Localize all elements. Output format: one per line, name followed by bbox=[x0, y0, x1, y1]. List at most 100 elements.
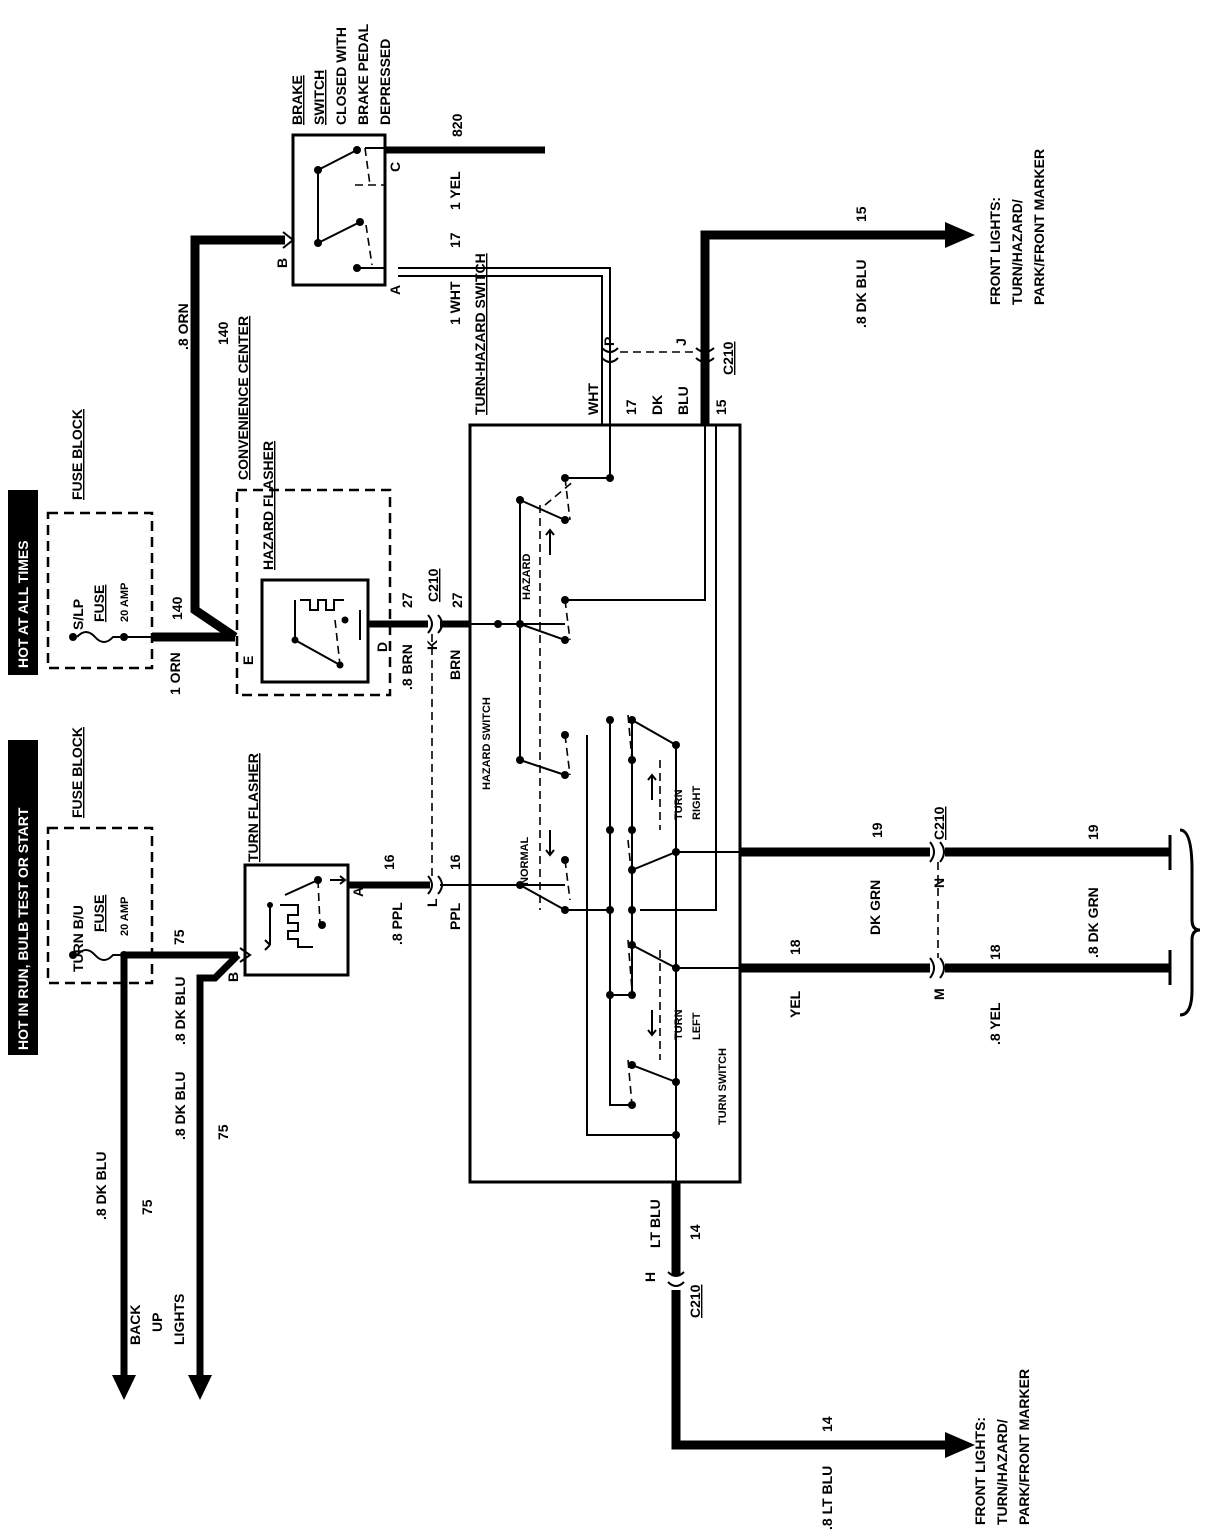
svg-text:P: P bbox=[601, 337, 617, 346]
wire-16 bbox=[348, 875, 470, 895]
svg-text:TURN: TURN bbox=[673, 789, 685, 820]
output-back-up-lights: BACK UP LIGHTS bbox=[127, 1294, 187, 1345]
svg-text:.8 LT BLU: .8 LT BLU bbox=[819, 1466, 835, 1530]
svg-text:27: 27 bbox=[399, 592, 415, 608]
wire-27 bbox=[368, 614, 470, 876]
svg-text:HOT IN RUN, BULB TEST OR START: HOT IN RUN, BULB TEST OR START bbox=[15, 807, 31, 1050]
svg-text:FUSE BLOCK: FUSE BLOCK bbox=[69, 727, 85, 818]
svg-text:75: 75 bbox=[171, 929, 187, 945]
svg-text:HAZARD SWITCH: HAZARD SWITCH bbox=[481, 697, 493, 790]
svg-text:14: 14 bbox=[687, 1224, 703, 1240]
svg-text:18: 18 bbox=[987, 944, 1003, 960]
wire-19 bbox=[740, 835, 1172, 870]
svg-text:HAZARD FLASHER: HAZARD FLASHER bbox=[260, 441, 276, 570]
svg-text:UP: UP bbox=[149, 1313, 165, 1332]
output-front-lights-top: FRONT LIGHTS: TURN/HAZARD/ PARK/FRONT MA… bbox=[987, 149, 1047, 305]
svg-text:.8 BRN: .8 BRN bbox=[399, 644, 415, 690]
svg-text:1 ORN: 1 ORN bbox=[167, 652, 183, 695]
svg-text:K: K bbox=[424, 640, 440, 650]
svg-text:15: 15 bbox=[713, 399, 729, 415]
svg-text:C210: C210 bbox=[931, 806, 947, 840]
svg-text:TURN: TURN bbox=[673, 1009, 685, 1040]
svg-text:FRONT LIGHTS:: FRONT LIGHTS: bbox=[972, 1417, 988, 1525]
svg-text:140: 140 bbox=[169, 596, 185, 620]
wire-17 bbox=[398, 267, 619, 425]
svg-text:27: 27 bbox=[449, 592, 465, 608]
svg-text:M: M bbox=[931, 988, 947, 1000]
wire-15 bbox=[620, 222, 975, 425]
svg-text:A: A bbox=[350, 887, 366, 897]
svg-text:WHT: WHT bbox=[585, 383, 601, 415]
svg-text:16: 16 bbox=[447, 854, 463, 870]
svg-text:FUSE: FUSE bbox=[91, 585, 107, 622]
wire-labels: .8 DK BLU 75 .8 DK BLU 75 .8 DK BLU 75 .… bbox=[93, 113, 1101, 1530]
svg-text:TURN-HAZARD SWITCH: TURN-HAZARD SWITCH bbox=[472, 253, 488, 415]
svg-text:YEL: YEL bbox=[787, 990, 803, 1018]
svg-text:DK GRN: DK GRN bbox=[867, 880, 883, 935]
svg-text:PPL: PPL bbox=[447, 902, 463, 930]
svg-text:CLOSED WITH: CLOSED WITH bbox=[333, 27, 349, 125]
svg-text:140: 140 bbox=[215, 321, 231, 345]
svg-text:TURN FLASHER: TURN FLASHER bbox=[245, 753, 261, 862]
svg-text:A: A bbox=[387, 285, 403, 295]
svg-text:.8 DK BLU: .8 DK BLU bbox=[853, 260, 869, 328]
svg-text:PARK/FRONT MARKER: PARK/FRONT MARKER bbox=[1031, 149, 1047, 305]
svg-text:BRAKE: BRAKE bbox=[289, 75, 305, 125]
wire-75 bbox=[112, 947, 252, 1400]
svg-text:RIGHT: RIGHT bbox=[691, 786, 703, 821]
svg-text:FUSE: FUSE bbox=[91, 895, 107, 932]
svg-text:HOT AT ALL TIMES: HOT AT ALL TIMES bbox=[15, 540, 31, 668]
wire-18 bbox=[740, 828, 1201, 1017]
svg-text:20 AMP: 20 AMP bbox=[119, 583, 131, 622]
svg-text:L: L bbox=[424, 898, 440, 907]
svg-text:BLU: BLU bbox=[675, 386, 691, 415]
svg-text:BRN: BRN bbox=[447, 650, 463, 680]
svg-text:16: 16 bbox=[381, 854, 397, 870]
svg-text:NORMAL: NORMAL bbox=[519, 836, 531, 885]
svg-text:20 AMP: 20 AMP bbox=[119, 897, 131, 936]
wire-14 bbox=[667, 1182, 975, 1458]
svg-text:.8 DK BLU: .8 DK BLU bbox=[93, 1152, 109, 1220]
svg-text:.8 DK BLU: .8 DK BLU bbox=[172, 1072, 188, 1140]
svg-text:BACK: BACK bbox=[127, 1305, 143, 1345]
svg-text:14: 14 bbox=[819, 1416, 835, 1432]
svg-text:S/LP: S/LP bbox=[70, 599, 86, 630]
fuse-block-turn: FUSE BLOCK TURN B/U FUSE 20 AMP bbox=[46, 727, 154, 985]
brake-switch: BRAKE SWITCH CLOSED WITH BRAKE PEDAL DEP… bbox=[289, 23, 393, 287]
header-hot-all-times: HOT AT ALL TIMES bbox=[8, 490, 38, 675]
svg-text:FUSE BLOCK: FUSE BLOCK bbox=[69, 409, 85, 500]
svg-text:B: B bbox=[225, 972, 241, 982]
svg-text:DK: DK bbox=[649, 395, 665, 415]
svg-text:19: 19 bbox=[1085, 824, 1101, 840]
svg-text:.8 YEL: .8 YEL bbox=[987, 1002, 1003, 1045]
svg-text:75: 75 bbox=[215, 1124, 231, 1140]
svg-text:LT BLU: LT BLU bbox=[647, 1199, 663, 1248]
convenience-center: CONVENIENCE CENTER HAZARD FLASHER bbox=[235, 316, 392, 697]
svg-text:TURN/HAZARD/: TURN/HAZARD/ bbox=[994, 1419, 1010, 1525]
svg-text:15: 15 bbox=[853, 206, 869, 222]
svg-text:TURN/HAZARD/: TURN/HAZARD/ bbox=[1009, 199, 1025, 305]
svg-text:C210: C210 bbox=[425, 568, 441, 602]
fuse-block-slp: FUSE BLOCK S/LP FUSE 20 AMP bbox=[46, 409, 154, 670]
turn-hazard-switch: TURN-HAZARD SWITCH HAZARD HAZARD SWITCH … bbox=[468, 253, 742, 1184]
svg-text:C210: C210 bbox=[687, 1284, 703, 1318]
svg-text:CONVENIENCE CENTER: CONVENIENCE CENTER bbox=[235, 316, 251, 480]
svg-text:17: 17 bbox=[623, 399, 639, 415]
svg-text:DEPRESSED: DEPRESSED bbox=[377, 39, 393, 125]
svg-text:C: C bbox=[387, 162, 403, 172]
svg-text:820: 820 bbox=[449, 113, 465, 137]
svg-text:.8 DK BLU: .8 DK BLU bbox=[172, 977, 188, 1045]
svg-text:SWITCH: SWITCH bbox=[311, 70, 327, 125]
wire-140 bbox=[124, 231, 295, 642]
output-front-lights-bottom: FRONT LIGHTS: TURN/HAZARD/ PARK/FRONT MA… bbox=[972, 1369, 1032, 1525]
svg-text:TURN SWITCH: TURN SWITCH bbox=[717, 1048, 729, 1125]
svg-text:HAZARD: HAZARD bbox=[521, 554, 533, 600]
svg-text:LEFT: LEFT bbox=[691, 1012, 703, 1040]
svg-text:.8 PPL: .8 PPL bbox=[389, 902, 405, 945]
svg-text:TURN B/U: TURN B/U bbox=[70, 905, 86, 972]
svg-text:N: N bbox=[931, 878, 947, 888]
svg-text:1 YEL: 1 YEL bbox=[447, 171, 463, 210]
svg-text:D: D bbox=[374, 642, 390, 652]
svg-text:17: 17 bbox=[447, 232, 463, 248]
